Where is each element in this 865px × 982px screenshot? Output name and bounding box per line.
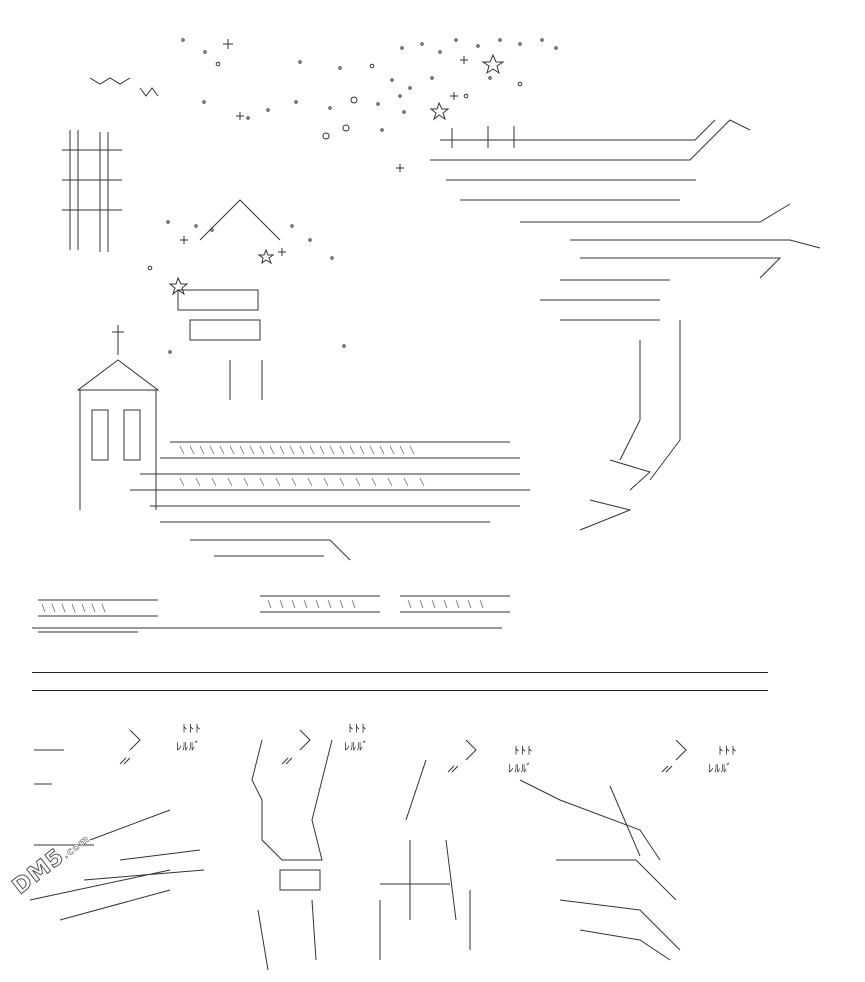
sfx-text: ﾚﾙﾙﾞ: [508, 762, 533, 775]
town-band: [32, 441, 530, 633]
panel-divider-bottom: [32, 690, 768, 691]
sfx-text: ﾄﾄﾄ: [182, 722, 202, 735]
hand-center: [379, 759, 471, 960]
sky-dots: [147, 38, 558, 354]
sfx-text: ﾄﾄﾄ: [514, 744, 534, 757]
hand-right: [519, 779, 681, 961]
left-tower: [62, 77, 160, 510]
central-building: [177, 199, 281, 400]
sfx-text: ﾚﾙﾙﾞ: [344, 740, 369, 753]
dragon-ship: [430, 119, 821, 531]
sfx-text: ﾚﾙﾙﾞ: [708, 762, 733, 775]
hand-left: [251, 739, 333, 971]
sky-crosses: [180, 39, 468, 256]
speed-lines: [29, 749, 205, 921]
panel-divider-top: [32, 672, 768, 673]
sky-stars: [168, 53, 505, 296]
dash-marks: [119, 729, 687, 773]
sfx-text: ﾄﾄﾄ: [348, 722, 368, 735]
sfx-text: ﾚﾙﾙﾞ: [176, 740, 201, 753]
sfx-text: ﾄﾄﾄ: [718, 744, 738, 757]
